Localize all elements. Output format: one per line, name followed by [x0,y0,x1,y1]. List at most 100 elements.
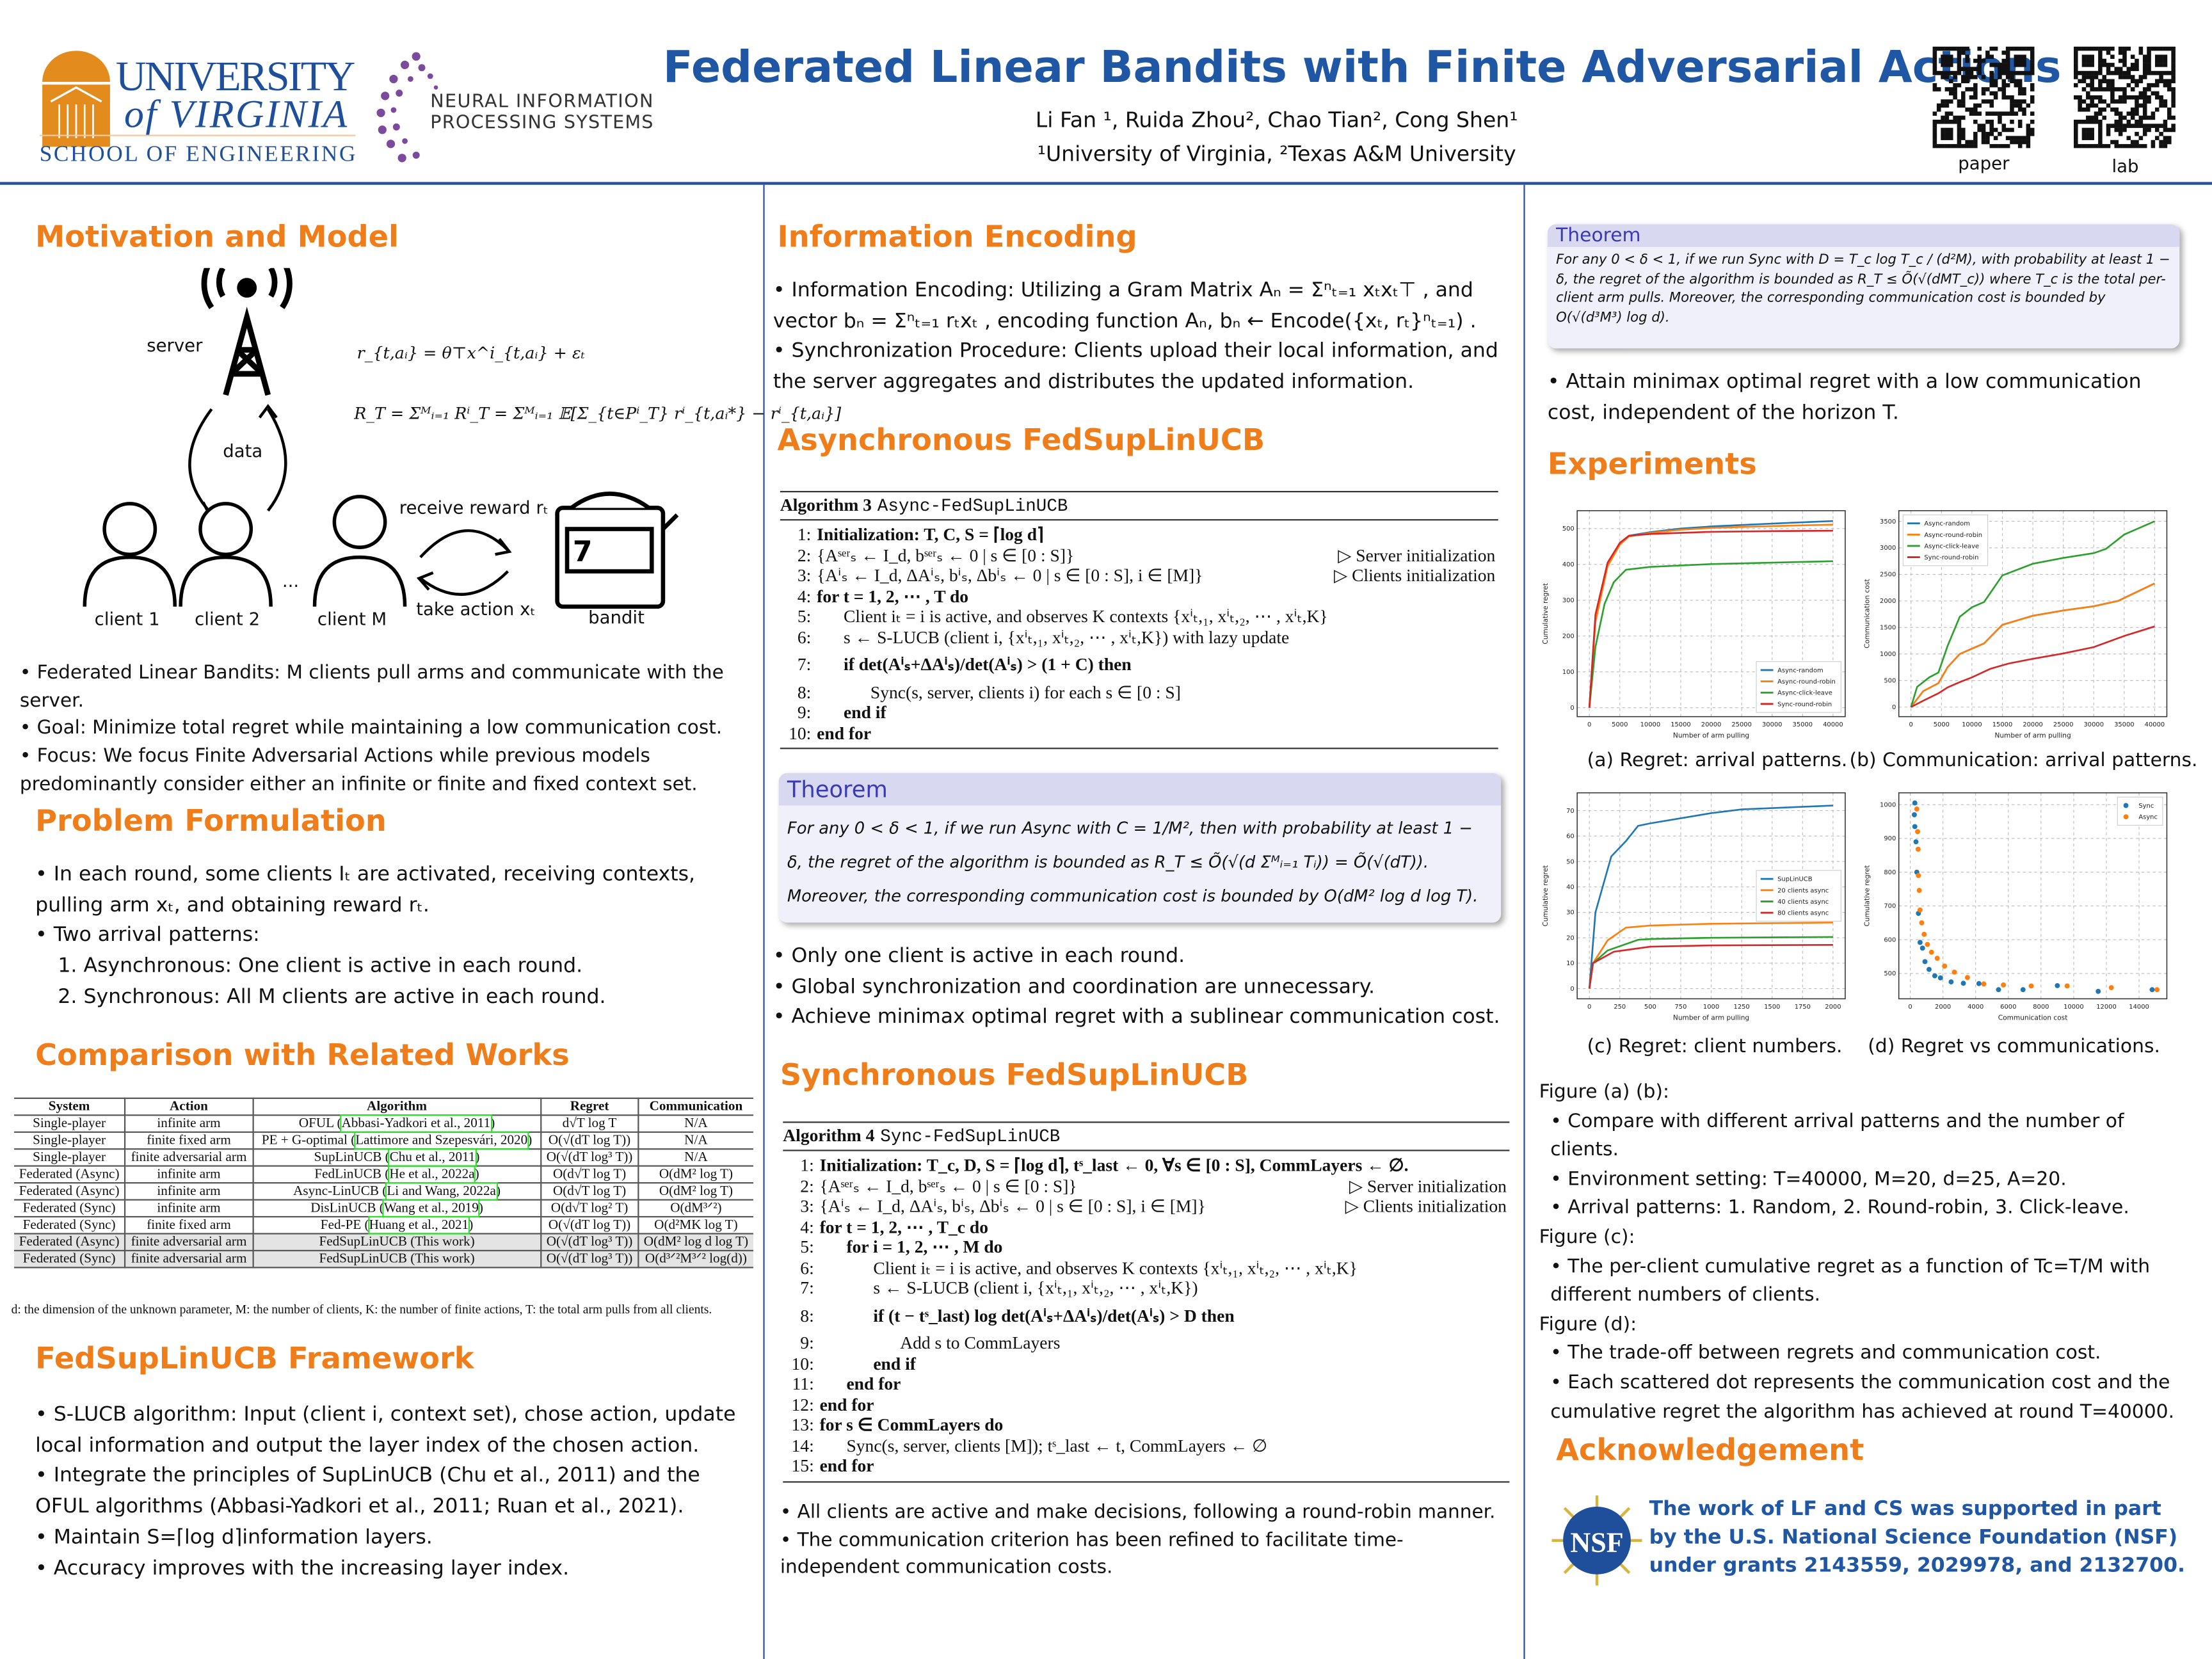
qr-module [2110,79,2115,84]
sync-heading: Synchronous FedSupLinUCB [780,1058,1249,1092]
x-tick-label: 0 [1587,1004,1591,1011]
qr-module [2086,63,2090,67]
qr-module [2167,111,2172,116]
algorithm-line: 1:Initialization: T_c, D, S = ⌈log d⌉, t… [783,1155,1509,1176]
qr-module [2114,99,2119,104]
cell-alg: FedSupLinUCB (This work) [252,1233,542,1252]
bullet-item: • Information Encoding: Utilizing a Gram… [773,279,1477,333]
qr-module [2030,63,2035,67]
citation-link[interactable]: Huang et al., 2021 [367,1215,470,1235]
qr-module [2147,87,2151,92]
qr-module [2090,136,2094,140]
qr-module [2005,127,2010,132]
citation-link[interactable]: Lattimore and Szepesvári, 2020 [354,1131,529,1150]
algorithm-name: Async-FedSupLinUCB [877,496,1068,517]
qr-module [1932,140,1937,145]
line-text: {Aˢᵉʳₛ ← I_d, bˢᵉʳₛ ← 0 | s ∈ [0 : S]} [817,545,1075,565]
qr-module [1973,91,1978,96]
qr-module [2098,111,2103,116]
qr-module [1989,99,1994,104]
qr-module [2005,54,2010,59]
qr-module [2014,83,2019,88]
qr-module [2167,87,2172,92]
qr-module [2110,46,2115,51]
qr-module [2163,140,2168,145]
qr-module [1985,140,1990,145]
qr-module [2135,83,2139,88]
qr-module [1944,99,1950,104]
paper-qr-code[interactable] [1928,46,2039,148]
qr-module [1969,111,1974,116]
client2-label: client 2 [195,607,260,630]
qr-module [1993,127,1998,132]
qr-module [2138,79,2144,84]
legend-label: Async-click-leave [1777,690,1832,697]
qr-module [2171,127,2176,132]
qr-module [1965,144,1969,148]
qr-module [2114,144,2119,148]
algorithm-line: 13:for s ∈ CommLayers do [783,1415,1509,1436]
x-tick-label: 4000 [1968,1004,1984,1011]
qr-module [2122,51,2127,55]
qr-module [2154,91,2160,96]
qr-module [2098,124,2103,128]
qr-module [2073,75,2078,79]
citation-link[interactable]: Chu et al., 2011 [388,1148,477,1167]
qr-module [2151,140,2156,145]
y-tick-label: 2500 [1880,572,1896,579]
qr-module [1957,115,1962,120]
qr-module [2159,79,2163,84]
qr-module [2106,51,2111,55]
citation-link[interactable]: He et al., 2022a [388,1165,476,1184]
qr-module [1941,103,1945,108]
qr-module [2078,70,2082,76]
qr-module [2151,46,2156,51]
qr-module [2135,58,2139,63]
scatter-point-async [1917,907,1923,913]
chart-legend: Async-randomAsync-round-robinAsync-click… [1902,514,1989,566]
lab-qr-code[interactable] [2069,46,2179,148]
qr-module [2138,95,2144,100]
qr-module [2017,46,2023,51]
qr-module [2154,127,2160,132]
algorithm-line: 7:s ← S-LUCB (client i, {xⁱₜ,₁, xⁱₜ,₂, ⋯… [783,1278,1509,1299]
qr-module [2142,87,2147,92]
qr-module [2030,127,2035,132]
qr-module [2026,136,2031,140]
citation-link[interactable]: Abbasi-Yadkori et al., 2011 [340,1114,492,1133]
x-tick-label: 0 [1908,1004,1912,1011]
qr-module [2147,63,2151,67]
qr-module [1998,87,2002,92]
qr-module [1932,63,1937,67]
qr-module [1989,54,1994,59]
theorem-body: For any 0 < δ < 1, if we run Async with … [787,818,1479,906]
qr-module [1981,132,1986,136]
qr-module [2078,95,2082,100]
cell-comm: N/A [637,1114,753,1133]
qr-module [2138,46,2144,51]
qr-module [1981,58,1986,63]
qr-module [2154,136,2160,140]
x-tick-label: 1500 [1764,1004,1780,1011]
cell-system: Single-player [14,1131,126,1150]
qr-module [2094,70,2099,76]
qr-module [2106,83,2111,88]
header-divider [0,182,2212,185]
qr-module [2094,144,2099,148]
qr-module [2142,70,2147,76]
qr-module [1944,75,1950,79]
x-tick-label: 15000 [1992,721,2013,728]
qr-module [1989,127,1994,132]
line-number: 15: [791,1455,814,1476]
legend-label: Sync [2138,803,2154,810]
line-text: for t = 1, 2, ⋯ , T_c do [819,1217,988,1237]
citation-link[interactable]: Li and Wang, 2022a [385,1182,498,1201]
citation-link[interactable]: Wang et al., 2019 [382,1199,481,1218]
algorithm-line: 12:end for [783,1395,1509,1415]
qr-module [2118,51,2123,55]
bullet-item: • Only one client is active in each roun… [773,945,1185,968]
qr-module [2135,95,2139,100]
qr-module [2138,119,2144,124]
